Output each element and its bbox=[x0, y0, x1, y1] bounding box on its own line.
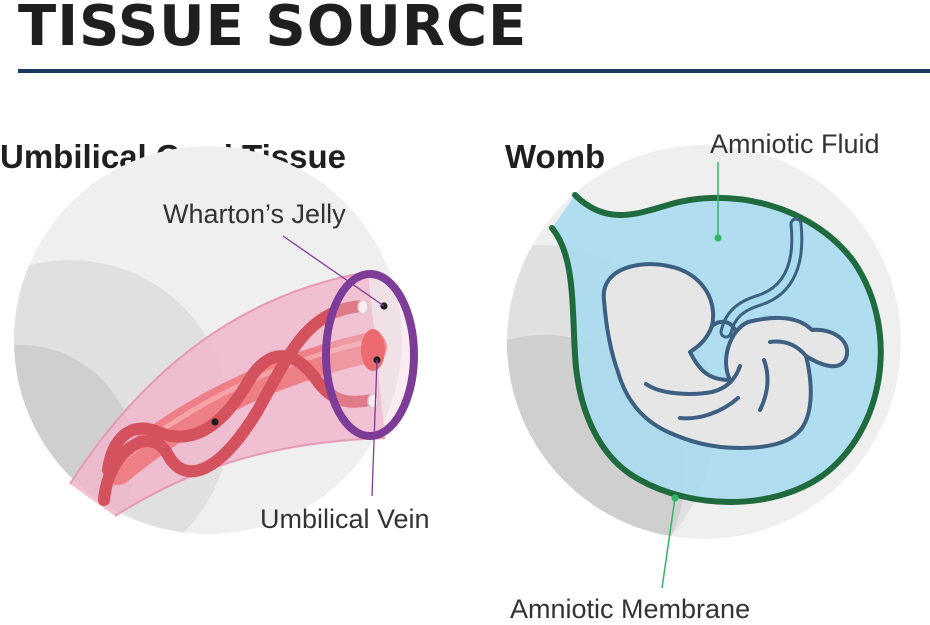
umbilical-vein-label: Umbilical Vein bbox=[260, 504, 430, 534]
amniotic-fluid-label: Amniotic Fluid bbox=[710, 129, 880, 159]
page-title: TISSUE SOURCE bbox=[18, 0, 528, 59]
amniotic-membrane bbox=[549, 192, 884, 505]
whartons-jelly-leader bbox=[282, 235, 385, 307]
umbilical-cord bbox=[69, 235, 418, 517]
amniotic-membrane-leader bbox=[661, 497, 676, 589]
title-rule bbox=[18, 69, 930, 73]
umbilical-artery bbox=[98, 300, 368, 506]
womb-section-title: Womb bbox=[505, 138, 606, 175]
womb bbox=[549, 162, 884, 589]
cord-cross-section-ring bbox=[322, 270, 418, 440]
amniotic-membrane-label: Amniotic Membrane bbox=[510, 594, 751, 624]
fetus bbox=[601, 262, 850, 450]
umbilical-vein-leader bbox=[371, 359, 378, 497]
whartons-jelly-label: Wharton’s Jelly bbox=[163, 199, 346, 229]
